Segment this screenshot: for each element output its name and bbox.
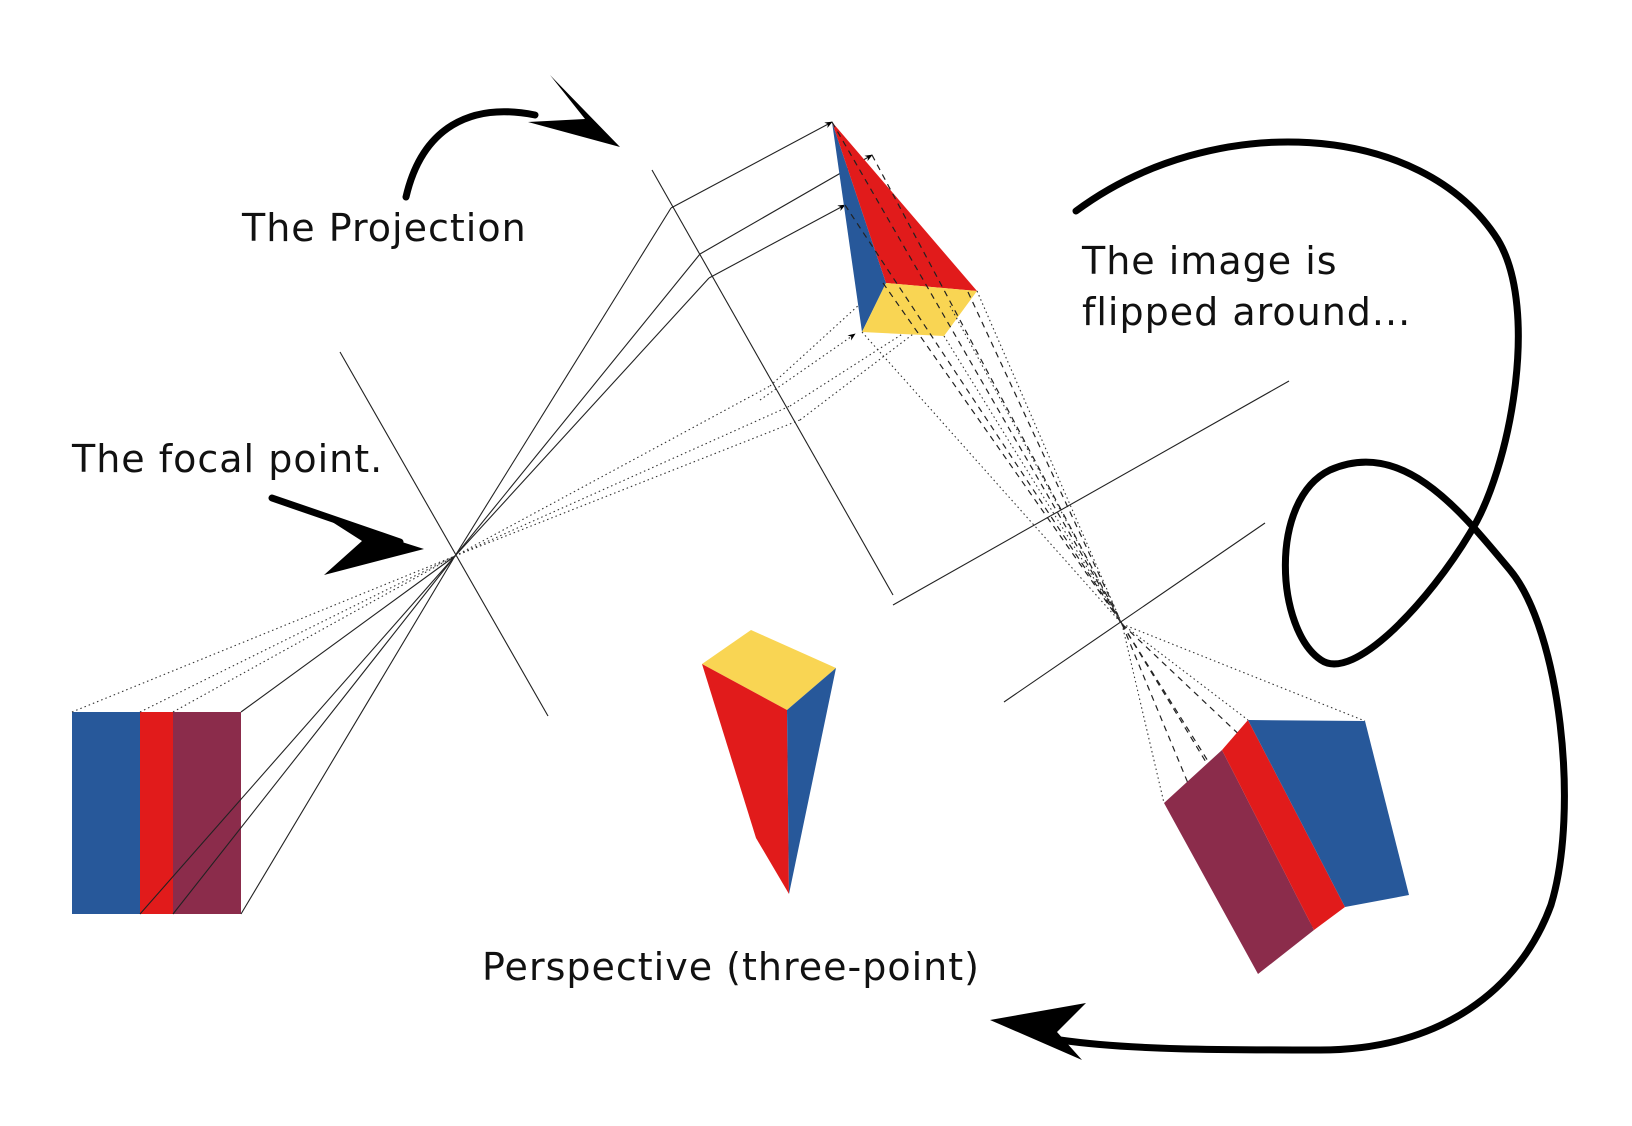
original-maroon-stripe xyxy=(173,712,241,914)
image-plane-line-lower xyxy=(1003,522,1266,703)
focal-arrow-head-icon xyxy=(324,518,424,575)
projected-red-face xyxy=(832,122,977,291)
flipped-blue-stripe xyxy=(1248,720,1409,907)
projection-label: The Projection xyxy=(241,206,527,250)
original-blue-stripe xyxy=(72,712,140,914)
focal-point-label: The focal point. xyxy=(71,437,383,481)
perspective-red-face xyxy=(702,664,789,894)
projection-curved-arrow xyxy=(402,75,620,201)
perspective-solid xyxy=(702,630,836,894)
rays-original-to-focal xyxy=(71,555,456,915)
flipped-object xyxy=(1164,720,1409,974)
projection-arrow-head-icon xyxy=(528,75,620,147)
focal-point-arrow xyxy=(268,494,424,575)
perspective-blue-face xyxy=(787,668,836,894)
rays-projection-to-right-focal xyxy=(831,121,1123,625)
flipped-label-line1: The image is xyxy=(1081,239,1338,283)
flipped-arrow-head-icon xyxy=(990,1003,1086,1060)
image-plane-line-upper xyxy=(892,380,1290,606)
projection-plane-line xyxy=(651,169,894,596)
original-object xyxy=(72,712,241,914)
perspective-yellow-face xyxy=(702,630,836,710)
flipped-red-stripe xyxy=(1222,720,1345,930)
projected-solid xyxy=(832,122,977,336)
rays-focal-to-projection xyxy=(454,207,801,557)
flipped-looping-arrow xyxy=(990,138,1568,1060)
perspective-label: Perspective (three-point) xyxy=(482,945,980,989)
focal-plane-line xyxy=(339,351,549,717)
flipped-label-line2: flipped around... xyxy=(1082,290,1411,334)
original-red-stripe xyxy=(140,712,173,914)
flipped-maroon-stripe xyxy=(1164,750,1314,974)
